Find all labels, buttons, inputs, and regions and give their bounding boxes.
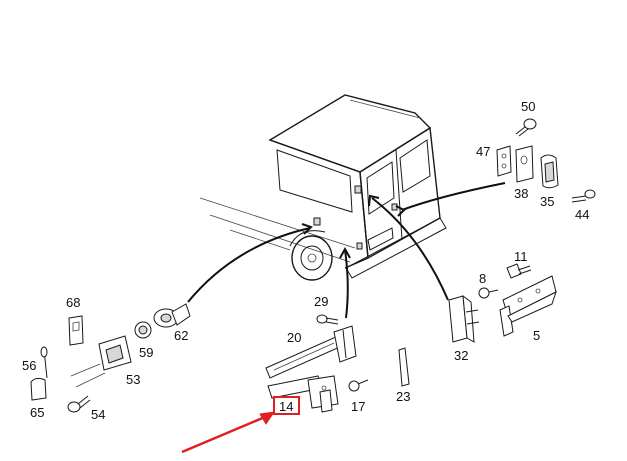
van-body (199, 94, 447, 281)
part-8-nut (478, 287, 499, 299)
label-part-50: 50 (521, 99, 535, 114)
part-35-cap (540, 154, 559, 189)
part-65-cap (30, 377, 47, 401)
label-part-17: 17 (351, 399, 365, 414)
label-part-20: 20 (287, 330, 301, 345)
label-part-68: 68 (66, 295, 80, 310)
part-44-screw (571, 189, 596, 203)
leader-arrows (187, 182, 506, 319)
label-part-62: 62 (174, 328, 188, 343)
highlight-part-14 (181, 396, 300, 454)
label-part-14: 14 (279, 399, 293, 414)
part-14-latch (267, 375, 339, 413)
label-part-23: 23 (396, 389, 410, 404)
part-20-rod (265, 325, 357, 379)
part-38-plate (515, 145, 534, 183)
part-62-plug (153, 303, 191, 328)
label-part-29: 29 (314, 294, 328, 309)
label-part-11: 11 (514, 249, 528, 264)
part-50-screw (515, 118, 537, 137)
part-11-bolt (506, 263, 532, 279)
label-part-44: 44 (575, 207, 589, 222)
part-53-housing (70, 335, 132, 388)
part-32-bracket (448, 294, 480, 343)
part-23-strip (398, 347, 410, 387)
label-part-35: 35 (540, 194, 554, 209)
label-part-65: 65 (30, 405, 44, 420)
label-part-56: 56 (22, 358, 36, 373)
label-part-32: 32 (454, 348, 468, 363)
label-part-8: 8 (479, 271, 486, 286)
part-5-hinge (499, 275, 557, 337)
part-29-screw (316, 314, 339, 325)
part-54-screw (67, 395, 91, 413)
label-part-5: 5 (533, 328, 540, 343)
label-part-54: 54 (91, 407, 105, 422)
label-part-53: 53 (126, 372, 140, 387)
part-47-bracket (496, 145, 512, 177)
part-17-stud (348, 379, 369, 392)
part-labels: 50 47 38 35 44 11 8 5 32 68 59 62 56 53 … (22, 99, 589, 422)
label-part-47: 47 (476, 144, 490, 159)
part-59-grommet (134, 321, 152, 339)
label-part-59: 59 (139, 345, 153, 360)
part-56-pin (40, 346, 48, 379)
part-68-clip (68, 315, 84, 346)
label-part-38: 38 (514, 186, 528, 201)
